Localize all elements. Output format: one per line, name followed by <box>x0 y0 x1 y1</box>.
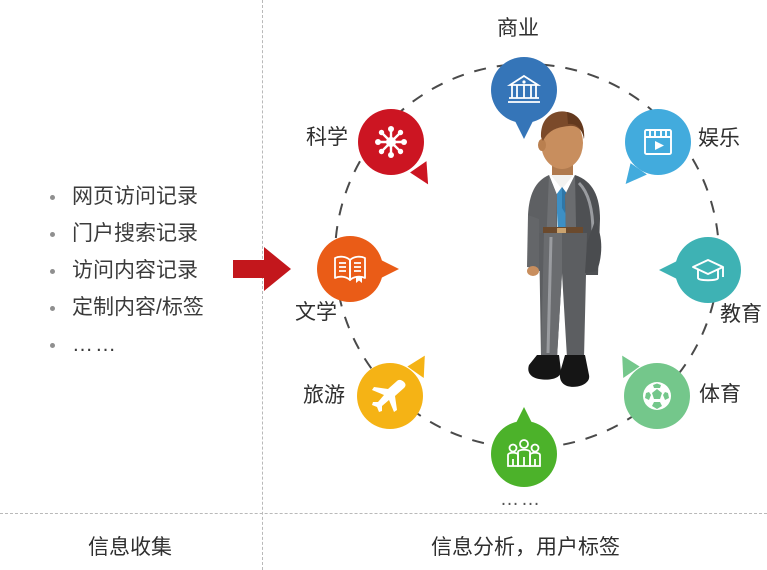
caption-information-collection: 信息收集 <box>88 536 172 559</box>
data-source-list: 网页访问记录 门户搜索记录 访问内容记录 定制内容/标签 …… <box>42 178 252 363</box>
bank-icon <box>506 74 542 103</box>
node-bubble-people[interactable] <box>491 407 557 487</box>
node-bubble-education[interactable] <box>659 237 741 303</box>
list-item: 访问内容记录 <box>42 252 252 289</box>
node-bubble-literature[interactable] <box>317 236 399 302</box>
people-group-icon <box>507 439 541 467</box>
list-item: 网页访问记录 <box>42 178 252 215</box>
node-label-literature: 文学 <box>295 301 337 324</box>
node-bubble-entertainment[interactable] <box>619 109 691 191</box>
airplane-icon <box>372 379 406 412</box>
interest-orbit: 商业 娱乐 教 <box>290 8 762 510</box>
horizontal-divider <box>0 513 767 514</box>
molecule-icon <box>375 126 407 158</box>
video-player-icon <box>644 129 672 155</box>
graduation-cap-icon <box>692 259 724 282</box>
open-book-icon <box>334 255 366 283</box>
node-label-travel: 旅游 <box>303 384 345 407</box>
flow-arrow-icon <box>233 247 291 291</box>
bubble-tail <box>515 407 533 425</box>
node-bubble-business[interactable] <box>491 57 557 139</box>
soccer-ball-icon <box>643 382 671 410</box>
orbit-ellipsis: …… <box>500 489 542 510</box>
node-label-business: 商业 <box>497 17 539 40</box>
node-label-entertainment: 娱乐 <box>698 127 740 150</box>
vertical-divider <box>262 0 263 570</box>
node-label-science: 科学 <box>306 126 348 149</box>
businessman-illustration <box>527 111 602 387</box>
list-item: 门户搜索记录 <box>42 215 252 252</box>
bubble-tail <box>514 119 534 139</box>
bubble-tail <box>659 260 679 280</box>
bubble-tail <box>379 259 399 279</box>
node-label-education: 教育 <box>720 303 762 326</box>
list-item: 定制内容/标签 <box>42 289 252 326</box>
list-item: …… <box>42 326 252 363</box>
caption-information-analysis: 信息分析，用户标签 <box>431 536 620 559</box>
node-label-sports: 体育 <box>699 383 741 406</box>
node-bubble-travel[interactable] <box>357 350 435 429</box>
node-bubble-sports[interactable] <box>612 350 690 429</box>
node-bubble-science[interactable] <box>358 109 438 189</box>
